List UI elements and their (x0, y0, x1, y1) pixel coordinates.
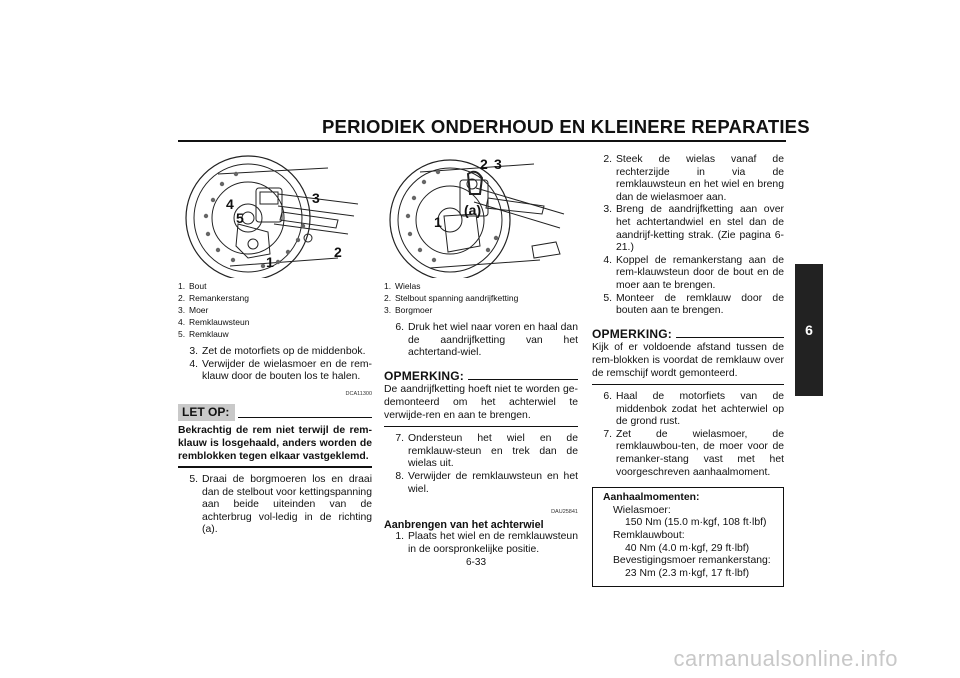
watermark-text: carmanualsonline.info (673, 646, 898, 671)
step-item: 5.Draai de borgmoeren los en draai dan d… (189, 473, 372, 536)
caution-ref-code: DCA11300 (345, 390, 373, 397)
column-2: 1 2 3 (a) 1.Wielas 2.Stelbout spanning a… (384, 154, 578, 557)
note-heading: OPMERKING: (384, 370, 578, 383)
steps-list: 2.Steek de wielas vanaf de rechterzijde … (592, 154, 784, 318)
legend-item: 1.Wielas (384, 281, 421, 291)
note-text: Kijk of er voldoende afstand tussen de r… (592, 342, 784, 379)
torque-label: Bevestigingsmoer remankerstang: (613, 555, 771, 567)
torque-value: 40 Nm (4.0 m·kgf, 29 ft·lbf) (625, 542, 750, 554)
caution-text: Bekrachtig de rem niet terwijl de rem-kl… (178, 424, 372, 462)
caution-heading: LET OP: (178, 404, 372, 421)
note-end-rule (592, 384, 784, 386)
steps-list: 3.Zet de motorfiets op de middenbok. 4.V… (178, 346, 372, 384)
note-text: De aandrijfketting hoeft niet te worden … (384, 384, 578, 421)
step-item: 7.Zet de wielasmoer, de remklauwbou-ten,… (603, 428, 784, 478)
torque-title: Aanhaalmomenten: (603, 492, 700, 504)
step-item: 3.Breng de aandrijfketting aan over het … (603, 204, 784, 254)
step-item: 7.Ondersteun het wiel en de remklauw-ste… (395, 433, 578, 470)
step-item: 2.Steek de wielas vanaf de rechterzijde … (603, 154, 784, 203)
torque-label: Wielasmoer: (613, 504, 671, 516)
legend-item: 2.Stelbout spanning aandrijfketting (384, 293, 519, 303)
callout-a: (a) (464, 202, 482, 218)
section-heading: Aanbrengen van het achterwiel (384, 518, 544, 531)
brake-caliper-illustration (185, 155, 359, 278)
legend-item: 4.Remklauwsteun (178, 317, 250, 327)
legend-item: 5.Remklauw (178, 329, 229, 339)
caution-badge: LET OP: (178, 404, 236, 421)
watermark: carmanualsonline.info (0, 646, 960, 672)
chain-adjuster-illustration (389, 159, 565, 278)
callout-1: 1 (266, 254, 274, 270)
step-item: 4.Koppel de remankerstang aan de rem-kla… (603, 254, 784, 291)
section-ref-code: DAU25841 (551, 509, 578, 516)
note-end-rule (384, 426, 578, 428)
legend-item: 2.Remankerstang (178, 293, 250, 303)
callout-1: 1 (434, 214, 442, 230)
steps-list: 5.Draai de borgmoeren los en draai dan d… (178, 474, 372, 537)
step-item: 5.Monteer de remklauw door de bouten aan… (603, 292, 784, 317)
note-rule (468, 378, 578, 380)
chapter-tab: 6 (795, 264, 823, 396)
note-rule (676, 336, 784, 338)
figure-legend: 1.Bout 2.Remankerstang 3.Moer 4.Remklauw… (178, 280, 372, 340)
callout-3: 3 (312, 190, 320, 206)
step-item: 6.Haal de motorfiets van de middenbok zo… (603, 391, 784, 428)
torque-value: 150 Nm (15.0 m·kgf, 108 ft·lbf) (625, 517, 767, 529)
legend-item: 1.Bout (178, 281, 207, 291)
steps-list: 1.Plaats het wiel en de remklauwsteun in… (384, 531, 578, 556)
page-number: 6-33 (466, 557, 487, 568)
step-item: 8.Verwijder de remklauwsteun en het wiel… (395, 470, 578, 495)
callout-2: 2 (480, 156, 488, 172)
steps-list: 6.Haal de motorfiets van de middenbok zo… (592, 391, 784, 479)
figure-chain-adjuster: 1 2 3 (a) (384, 154, 578, 278)
step-item: 6.Druk het wiel naar voren en haal dan d… (395, 322, 578, 359)
torque-label: Remklauwbout: (613, 530, 685, 542)
column-3: 2.Steek de wielas vanaf de rechterzijde … (592, 154, 784, 588)
step-item: 4.Verwijder de wielasmoer en de rem-klau… (189, 358, 372, 383)
step-item: 1.Plaats het wiel en de remklauwsteun in… (395, 531, 578, 555)
step-item: 3.Zet de motorfiets op de middenbok. (189, 346, 366, 357)
torque-spec-box: Aanhaalmomenten: Wielasmoer: 150 Nm (15.… (592, 487, 784, 588)
page-title: PERIODIEK ONDERHOUD EN KLEINERE REPARATI… (322, 116, 810, 137)
legend-item: 3.Moer (178, 305, 209, 315)
callout-2: 2 (334, 244, 342, 260)
steps-list: 7.Ondersteun het wiel en de remklauw-ste… (384, 433, 578, 496)
figure-brake-caliper: 1 2 3 4 5 (178, 154, 372, 278)
column-1: 1 2 3 4 5 1.Bout 2.Remankerstang 3.Moer … (178, 154, 372, 537)
steps-list: 6.Druk het wiel naar voren en haal dan d… (384, 322, 578, 360)
note-label: OPMERKING: (384, 368, 464, 383)
title-rule (178, 140, 786, 142)
callout-5: 5 (236, 210, 244, 226)
torque-value: 23 Nm (2.3 m·kgf, 17 ft·lbf) (625, 567, 750, 579)
note-label: OPMERKING: (592, 326, 672, 341)
figure-legend: 1.Wielas 2.Stelbout spanning aandrijfket… (384, 280, 578, 316)
legend-item: 3.Borgmoer (384, 305, 433, 315)
callout-4: 4 (226, 196, 234, 212)
callout-3: 3 (494, 156, 502, 172)
note-heading: OPMERKING: (592, 328, 784, 341)
caution-end-rule (178, 465, 372, 468)
caution-rule (238, 417, 372, 419)
